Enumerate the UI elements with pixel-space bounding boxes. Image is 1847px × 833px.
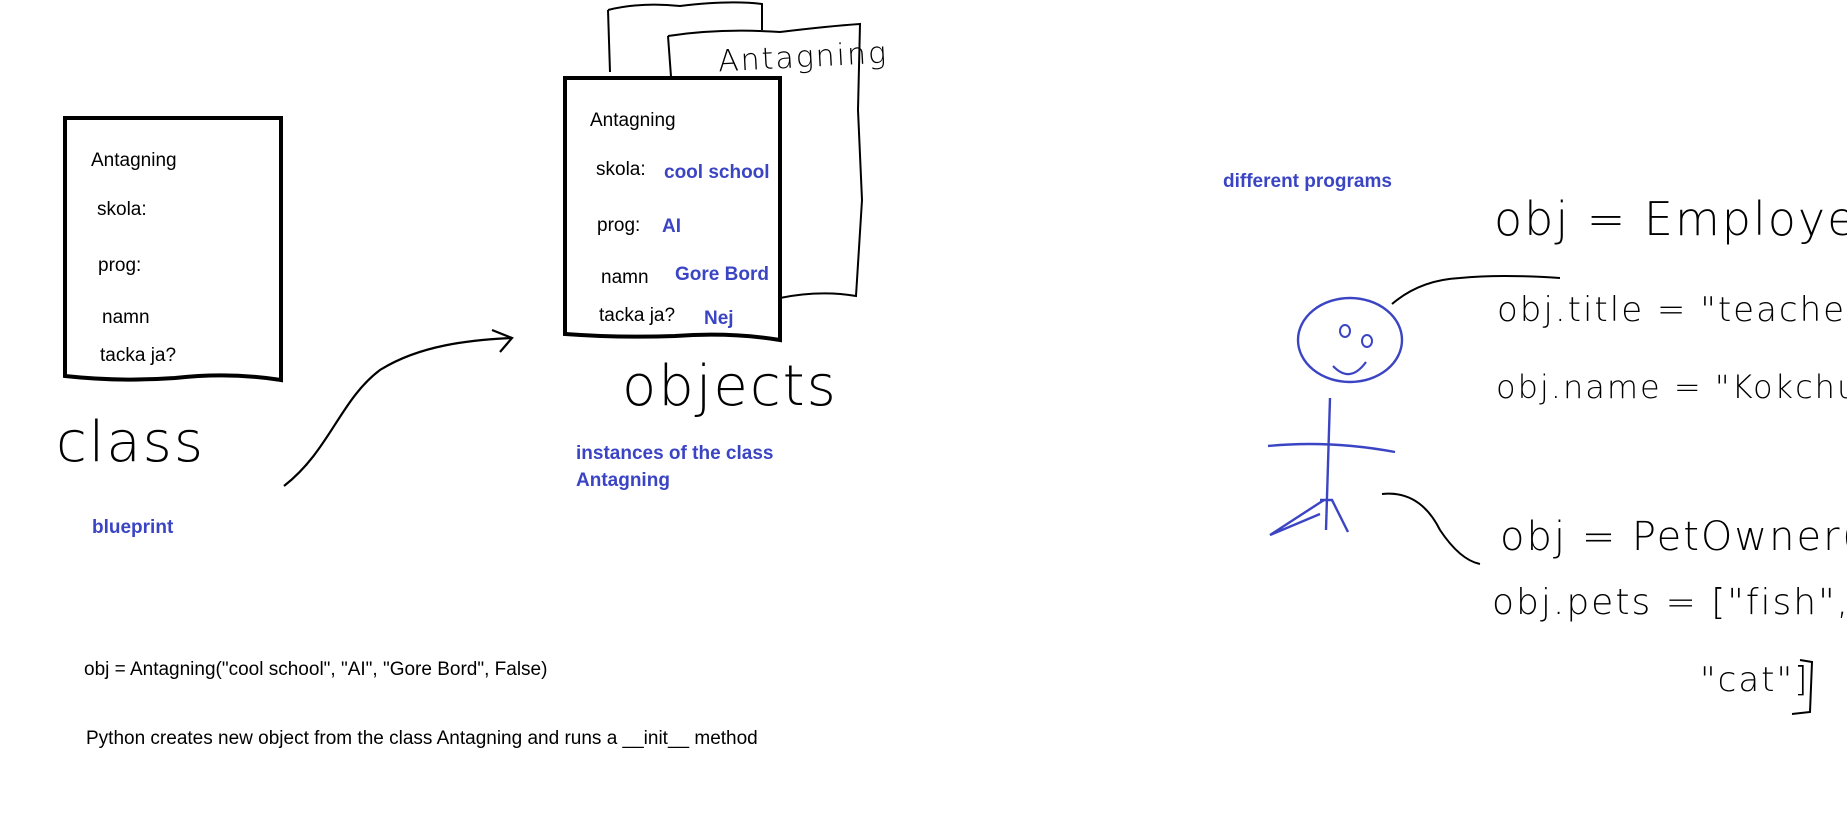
object-card-prog-value: AI	[662, 216, 681, 237]
instances-note-line2: Antagning	[576, 470, 670, 491]
figure-body	[1324, 397, 1332, 531]
petowner-code-line-2: obj.pets = ["fish",	[1492, 582, 1847, 623]
object-card-outline	[563, 76, 782, 343]
class-to-object-arrow	[283, 336, 513, 487]
employee-code-line-3: obj.name = "Kokchu"	[1496, 368, 1847, 406]
object-card-title: Antagning	[590, 110, 676, 131]
figure-leg-left	[1269, 498, 1325, 537]
figure-leg-right	[1320, 498, 1350, 533]
figure-eye-left	[1339, 324, 1351, 338]
class-card-tacka-label: tacka ja?	[100, 345, 177, 366]
class-card-prog-label: prog:	[98, 255, 142, 276]
class-card-title: Antagning	[91, 150, 177, 171]
explanation-line: Python creates new object from the class…	[86, 728, 758, 749]
figure-smile	[1332, 361, 1367, 376]
petowner-code-line-3: "cat"]	[1700, 660, 1810, 700]
employee-code-line-2: obj.title = "teacher"	[1497, 290, 1847, 330]
instances-note-line1: instances of the class	[576, 443, 774, 464]
back-card-left-edge	[607, 9, 611, 73]
list-bracket	[1791, 659, 1814, 715]
object-card-namn-label: namn	[601, 267, 649, 288]
class-card-skola-label: skola:	[97, 199, 147, 220]
arrow-head	[491, 328, 514, 353]
object-card-tacka-value: Nej	[704, 308, 734, 329]
object-card-skola-label: skola:	[596, 159, 646, 180]
employee-code-line-1: obj = Employee()	[1494, 192, 1847, 246]
petowner-code-line-1: obj = PetOwner()	[1500, 514, 1847, 560]
object-card-prog-label: prog:	[597, 215, 641, 236]
back-card-outline	[607, 1, 763, 30]
class-card-outline	[63, 116, 283, 383]
objects-caption: objects	[622, 354, 838, 419]
object-card-namn-value: Gore Bord	[675, 264, 769, 285]
connector-employee	[1391, 275, 1561, 305]
figure-arms	[1267, 442, 1396, 454]
figure-eye-right	[1361, 334, 1373, 348]
object-card-skola-value: cool school	[664, 162, 770, 183]
code-line: obj = Antagning("cool school", "AI", "Go…	[84, 659, 548, 680]
blueprint-note: blueprint	[92, 517, 174, 538]
middle-card-outline	[667, 22, 864, 304]
class-card-namn-label: namn	[102, 307, 150, 328]
class-caption: class	[56, 410, 206, 475]
different-programs-note: different programs	[1223, 171, 1392, 192]
figure-head	[1296, 296, 1404, 384]
connector-petowner	[1381, 492, 1481, 565]
object-card-tacka-label: tacka ja?	[599, 305, 676, 326]
